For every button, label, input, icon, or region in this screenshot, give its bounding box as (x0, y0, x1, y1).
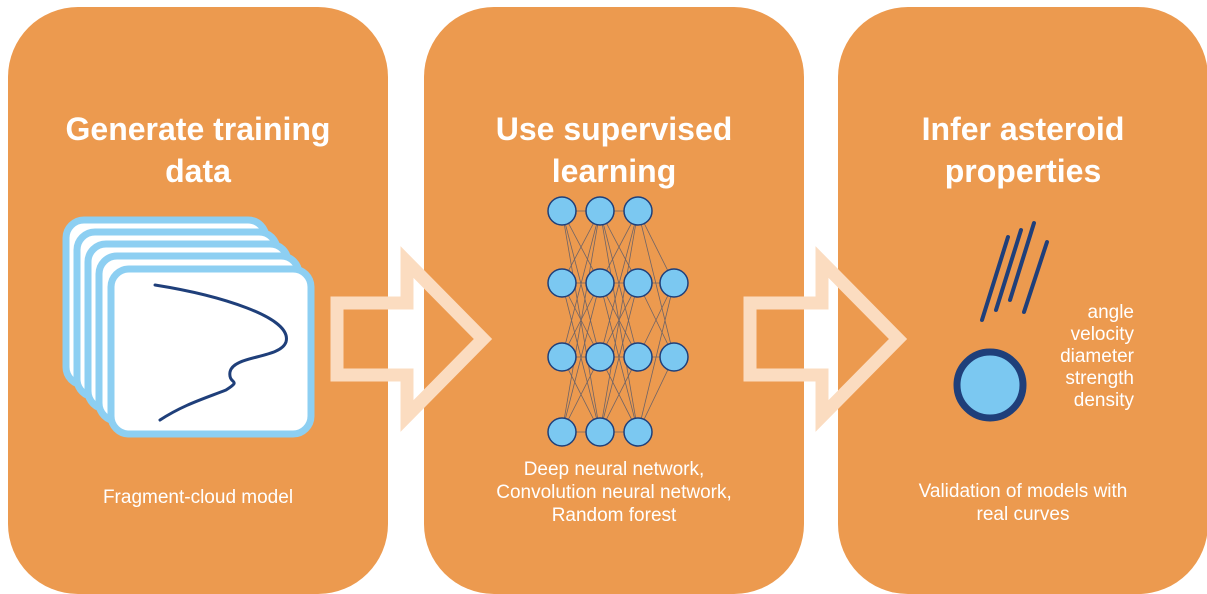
step-1-title: Generate training data (8, 108, 388, 192)
network-node (585, 342, 615, 372)
network-node (585, 268, 615, 298)
step-2-caption-line-2: Convolution neural network, (496, 482, 732, 503)
trail-line-4 (1022, 240, 1049, 314)
network-node (623, 268, 653, 298)
network-node (547, 417, 577, 447)
network-node (623, 196, 653, 226)
network-node (547, 342, 577, 372)
step-3-caption-line-1: Validation of models with (918, 481, 1128, 502)
neural-network-icon (547, 196, 689, 447)
card-front (107, 265, 315, 438)
step-2-caption-line-3: Random forest (551, 505, 677, 526)
step-3-caption: Validation of models with real curves (838, 480, 1207, 526)
property-strength: strength (1065, 368, 1134, 389)
asteroid-property-list: angle velocity diameter strength density (1060, 302, 1134, 412)
network-connection (637, 282, 675, 433)
property-diameter: diameter (1060, 346, 1134, 367)
light-curve-line (153, 283, 288, 422)
trail-line-3 (1008, 221, 1036, 302)
network-connection (561, 210, 601, 433)
step-2-caption-line-1: Deep neural network, (523, 459, 705, 480)
trail-line-2 (994, 228, 1023, 312)
network-connection (599, 210, 639, 433)
network-node (659, 342, 689, 372)
step-1-title-line-1: Generate training (65, 111, 331, 147)
network-node (547, 196, 577, 226)
asteroid-circle (953, 348, 1027, 422)
network-node (623, 417, 653, 447)
property-angle: angle (1087, 302, 1135, 323)
network-connection (561, 282, 601, 433)
network-connection (599, 210, 639, 358)
step-2-caption: Deep neural network, Convolution neural … (424, 458, 804, 527)
network-node (659, 268, 689, 298)
step-1-caption-line-1: Fragment-cloud model (102, 487, 294, 508)
falling-asteroid-icon (953, 221, 1049, 422)
network-node (547, 268, 577, 298)
arrow-right-icon (330, 246, 493, 432)
stacked-light-curve-cards-icon (62, 216, 315, 438)
step-3-title: Infer asteroid properties (838, 108, 1207, 192)
network-connection (599, 282, 639, 433)
network-connection (561, 210, 601, 358)
step-panel-infer-properties: Infer asteroid properties angle velocity… (838, 7, 1207, 594)
network-node (585, 417, 615, 447)
network-node (585, 196, 615, 226)
step-3-caption-line-2: real curves (976, 504, 1070, 525)
network-connection (637, 210, 675, 358)
step-3-title-line-2: properties (944, 153, 1102, 189)
property-density: density (1073, 390, 1134, 411)
network-node (623, 342, 653, 372)
step-panel-generate-training-data: Generate training data Fragment-cloud mo… (8, 7, 388, 594)
step-3-title-line-1: Infer asteroid (921, 111, 1125, 147)
trail-line-1 (980, 235, 1010, 322)
property-velocity: velocity (1070, 324, 1134, 345)
step-2-title: Use supervised learning (424, 108, 804, 192)
step-1-caption: Fragment-cloud model (8, 486, 388, 509)
step-1-title-line-2: data (165, 153, 231, 189)
step-panel-supervised-learning: Use supervised learning Deep neural netw… (424, 7, 804, 594)
step-2-title-line-2: learning (551, 153, 677, 189)
step-2-title-line-1: Use supervised (495, 111, 733, 147)
arrow-right-icon (743, 246, 908, 432)
